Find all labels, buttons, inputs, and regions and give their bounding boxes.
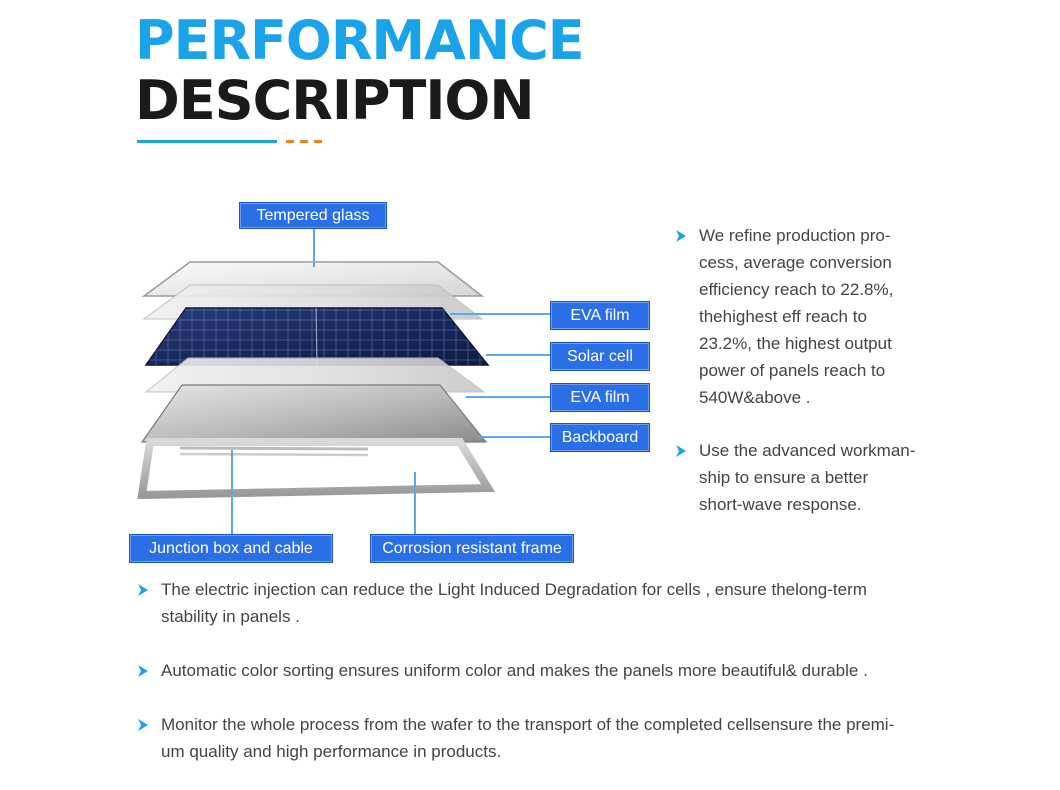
bullet-text: Monitor the whole process from the wafer…: [161, 715, 895, 761]
label-solar-cell: Solar cell: [550, 342, 650, 371]
connector-solar-cell: [486, 354, 550, 356]
label-backboard: Backboard: [550, 423, 650, 452]
connector-backboard: [478, 436, 550, 438]
chevron-right-icon: [138, 719, 148, 731]
bullet-text: The electric injection can reduce the Li…: [161, 580, 867, 626]
label-eva-film-bottom: EVA film: [550, 383, 650, 412]
connector-eva-film-top: [450, 313, 550, 315]
title-description: DESCRIPTION: [135, 69, 535, 132]
title-dash: [286, 140, 294, 143]
solar-panel-diagram: Tempered glass EVA film Solar cell EVA f…: [120, 190, 680, 570]
label-eva-film-top: EVA film: [550, 301, 650, 330]
title-dash: [300, 140, 308, 143]
backboard-layer: [140, 384, 488, 443]
title-dash: [314, 140, 322, 143]
connector-eva-film-bottom: [466, 396, 550, 398]
frame-layer: [137, 438, 496, 500]
title-underline: [137, 140, 277, 143]
panel-layers-illustration: [137, 261, 496, 500]
chevron-right-icon: [676, 445, 686, 457]
connector-junction-box: [231, 450, 233, 534]
label-frame: Corrosion resistant frame: [370, 534, 574, 563]
connector-tempered-glass: [313, 227, 315, 267]
bullet-text: We refine production pro- cess, average …: [699, 226, 894, 407]
chevron-right-icon: [138, 665, 148, 677]
bullet-conversion-efficiency: We refine production pro- cess, average …: [673, 222, 973, 411]
label-tempered-glass: Tempered glass: [239, 202, 387, 229]
title-performance: PERFORMANCE: [135, 9, 585, 72]
connector-frame: [414, 472, 416, 534]
bullet-process-monitoring: Monitor the whole process from the wafer…: [135, 711, 945, 765]
bullet-light-induced-degradation: The electric injection can reduce the Li…: [135, 576, 935, 630]
bullet-text: Automatic color sorting ensures uniform …: [161, 661, 868, 680]
eva-film-bottom-layer: [144, 357, 486, 393]
bullet-short-wave-response: Use the advanced workman- ship to ensure…: [673, 437, 973, 518]
bullet-color-sorting: Automatic color sorting ensures uniform …: [135, 657, 935, 684]
chevron-right-icon: [676, 230, 686, 242]
label-junction-box: Junction box and cable: [129, 534, 333, 563]
chevron-right-icon: [138, 584, 148, 596]
bullet-text: Use the advanced workman- ship to ensure…: [699, 441, 916, 514]
